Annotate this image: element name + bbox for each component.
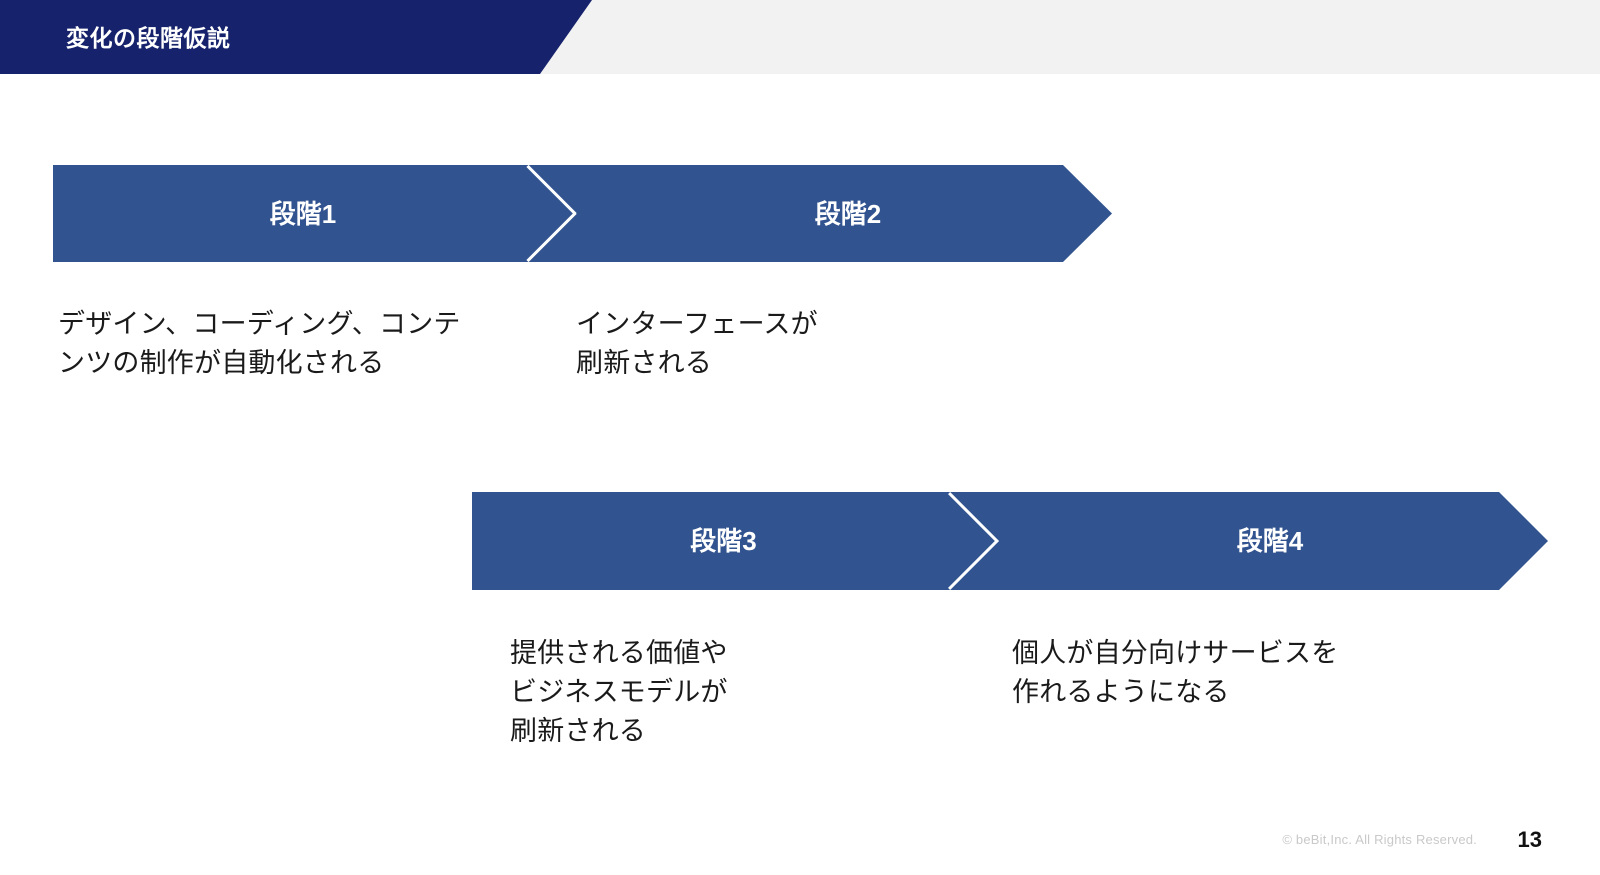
- page-title: 変化の段階仮説: [66, 25, 231, 51]
- caption-stage-2: インターフェースが 刷新される: [576, 309, 818, 379]
- flow-bottom: 段階3 段階4: [472, 492, 1548, 590]
- caption-stage-4: 個人が自分向けサービスを 作れるようになる: [1012, 638, 1339, 708]
- stage-label-1: 段階1: [269, 199, 337, 229]
- stage-label-3: 段階3: [690, 526, 757, 556]
- stage-label-4: 段階4: [1236, 526, 1304, 556]
- caption-stage-3: 提供される価値や ビジネスモデルが 刷新される: [510, 638, 728, 747]
- arrow-shape-top: [53, 165, 1112, 262]
- stage-label-2: 段階2: [814, 199, 882, 229]
- footer-copyright: © beBit,Inc. All Rights Reserved.: [1282, 832, 1477, 847]
- flow-top: 段階1 段階2: [53, 164, 1112, 263]
- caption-stage-1: デザイン、コーディング、コンテ ンツの制作が自動化される: [58, 309, 461, 379]
- page-number: 13: [1517, 827, 1542, 852]
- arrow-shape-bottom: [472, 492, 1548, 590]
- header-banner: [0, 0, 592, 74]
